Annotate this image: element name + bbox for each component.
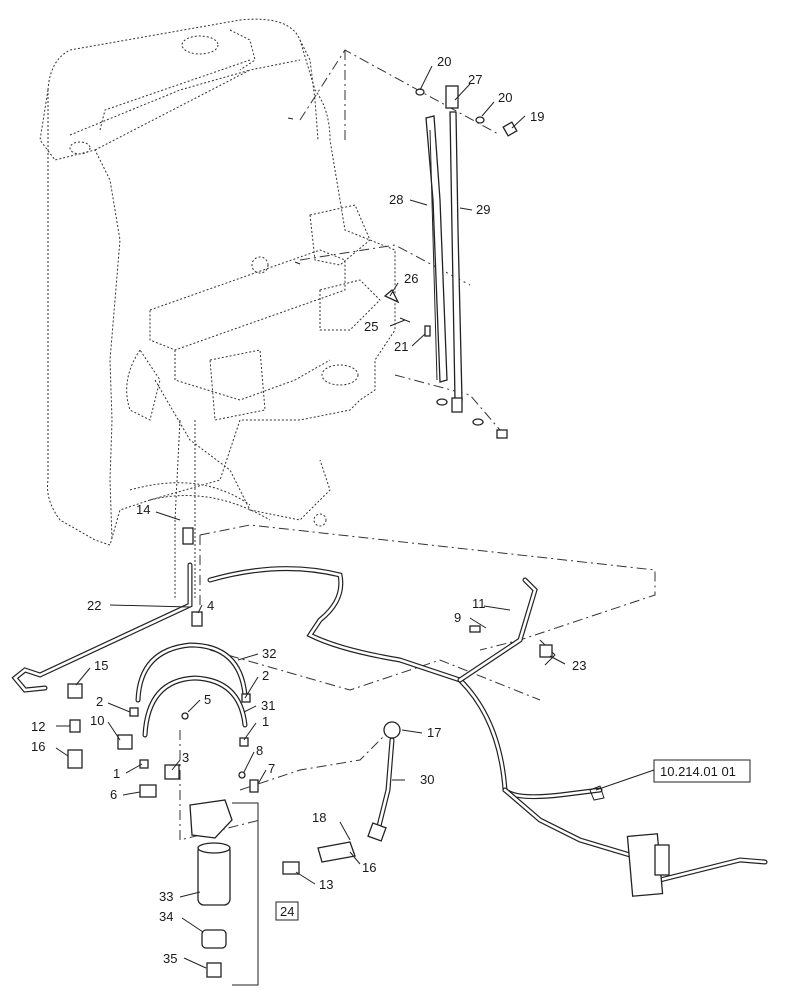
callout-17: 17	[427, 725, 441, 740]
callout-1-right: 1	[262, 714, 269, 729]
assembly-lines	[179, 49, 656, 841]
callout-22: 22	[87, 598, 101, 613]
callout-26: 26	[404, 271, 418, 286]
hose-routing	[207, 566, 768, 897]
leader-lines	[55, 65, 655, 969]
callout-24-box: 24	[275, 901, 299, 921]
callout-14: 14	[136, 502, 150, 517]
wiper-blade	[425, 115, 448, 383]
callout-2-right: 2	[262, 668, 269, 683]
callout-25: 25	[364, 319, 378, 334]
callout-16-left: 16	[31, 739, 45, 754]
fittings	[67, 611, 481, 798]
callout-20-top: 20	[437, 54, 451, 69]
callout-15: 15	[94, 658, 108, 673]
callout-34: 34	[159, 909, 173, 924]
callout-16-right: 16	[362, 860, 376, 875]
wiper-arm	[445, 85, 463, 413]
callout-31: 31	[261, 698, 275, 713]
filter-assembly	[189, 799, 259, 986]
callout-6: 6	[110, 787, 117, 802]
callout-1-left: 1	[113, 766, 120, 781]
callout-20-right: 20	[498, 90, 512, 105]
frame-outline	[39, 18, 396, 600]
callout-21: 21	[394, 339, 408, 354]
fuel-line-30	[282, 721, 401, 875]
callout-8: 8	[256, 743, 263, 758]
callout-9: 9	[454, 610, 461, 625]
callout-27: 27	[468, 72, 482, 87]
callout-35: 35	[163, 951, 177, 966]
callout-24: 24	[280, 904, 294, 919]
callout-32: 32	[262, 646, 276, 661]
wiper-fasteners	[287, 88, 518, 439]
callout-2-left: 2	[96, 694, 103, 709]
callout-13: 13	[319, 877, 333, 892]
callout-11: 11	[472, 596, 486, 611]
callout-23: 23	[572, 658, 586, 673]
callout-labels: 20 27 20 19 28 29 26 25 21 14 22 4 15 32…	[31, 54, 586, 966]
callout-19: 19	[530, 109, 544, 124]
callout-28: 28	[389, 192, 403, 207]
callout-3: 3	[182, 750, 189, 765]
callout-4: 4	[207, 598, 214, 613]
callout-29: 29	[476, 202, 490, 217]
callout-5: 5	[204, 692, 211, 707]
callout-18: 18	[312, 810, 326, 825]
callout-10: 10	[90, 713, 104, 728]
reference-label: 10.214.01 01	[660, 764, 736, 779]
hose-32	[135, 642, 248, 703]
hose-31	[142, 675, 248, 738]
reference-box[interactable]: 10.214.01 01	[653, 759, 751, 783]
tube-22	[11, 527, 194, 693]
callout-33: 33	[159, 889, 173, 904]
callout-12: 12	[31, 719, 45, 734]
callout-7: 7	[268, 761, 275, 776]
callout-30: 30	[420, 772, 434, 787]
